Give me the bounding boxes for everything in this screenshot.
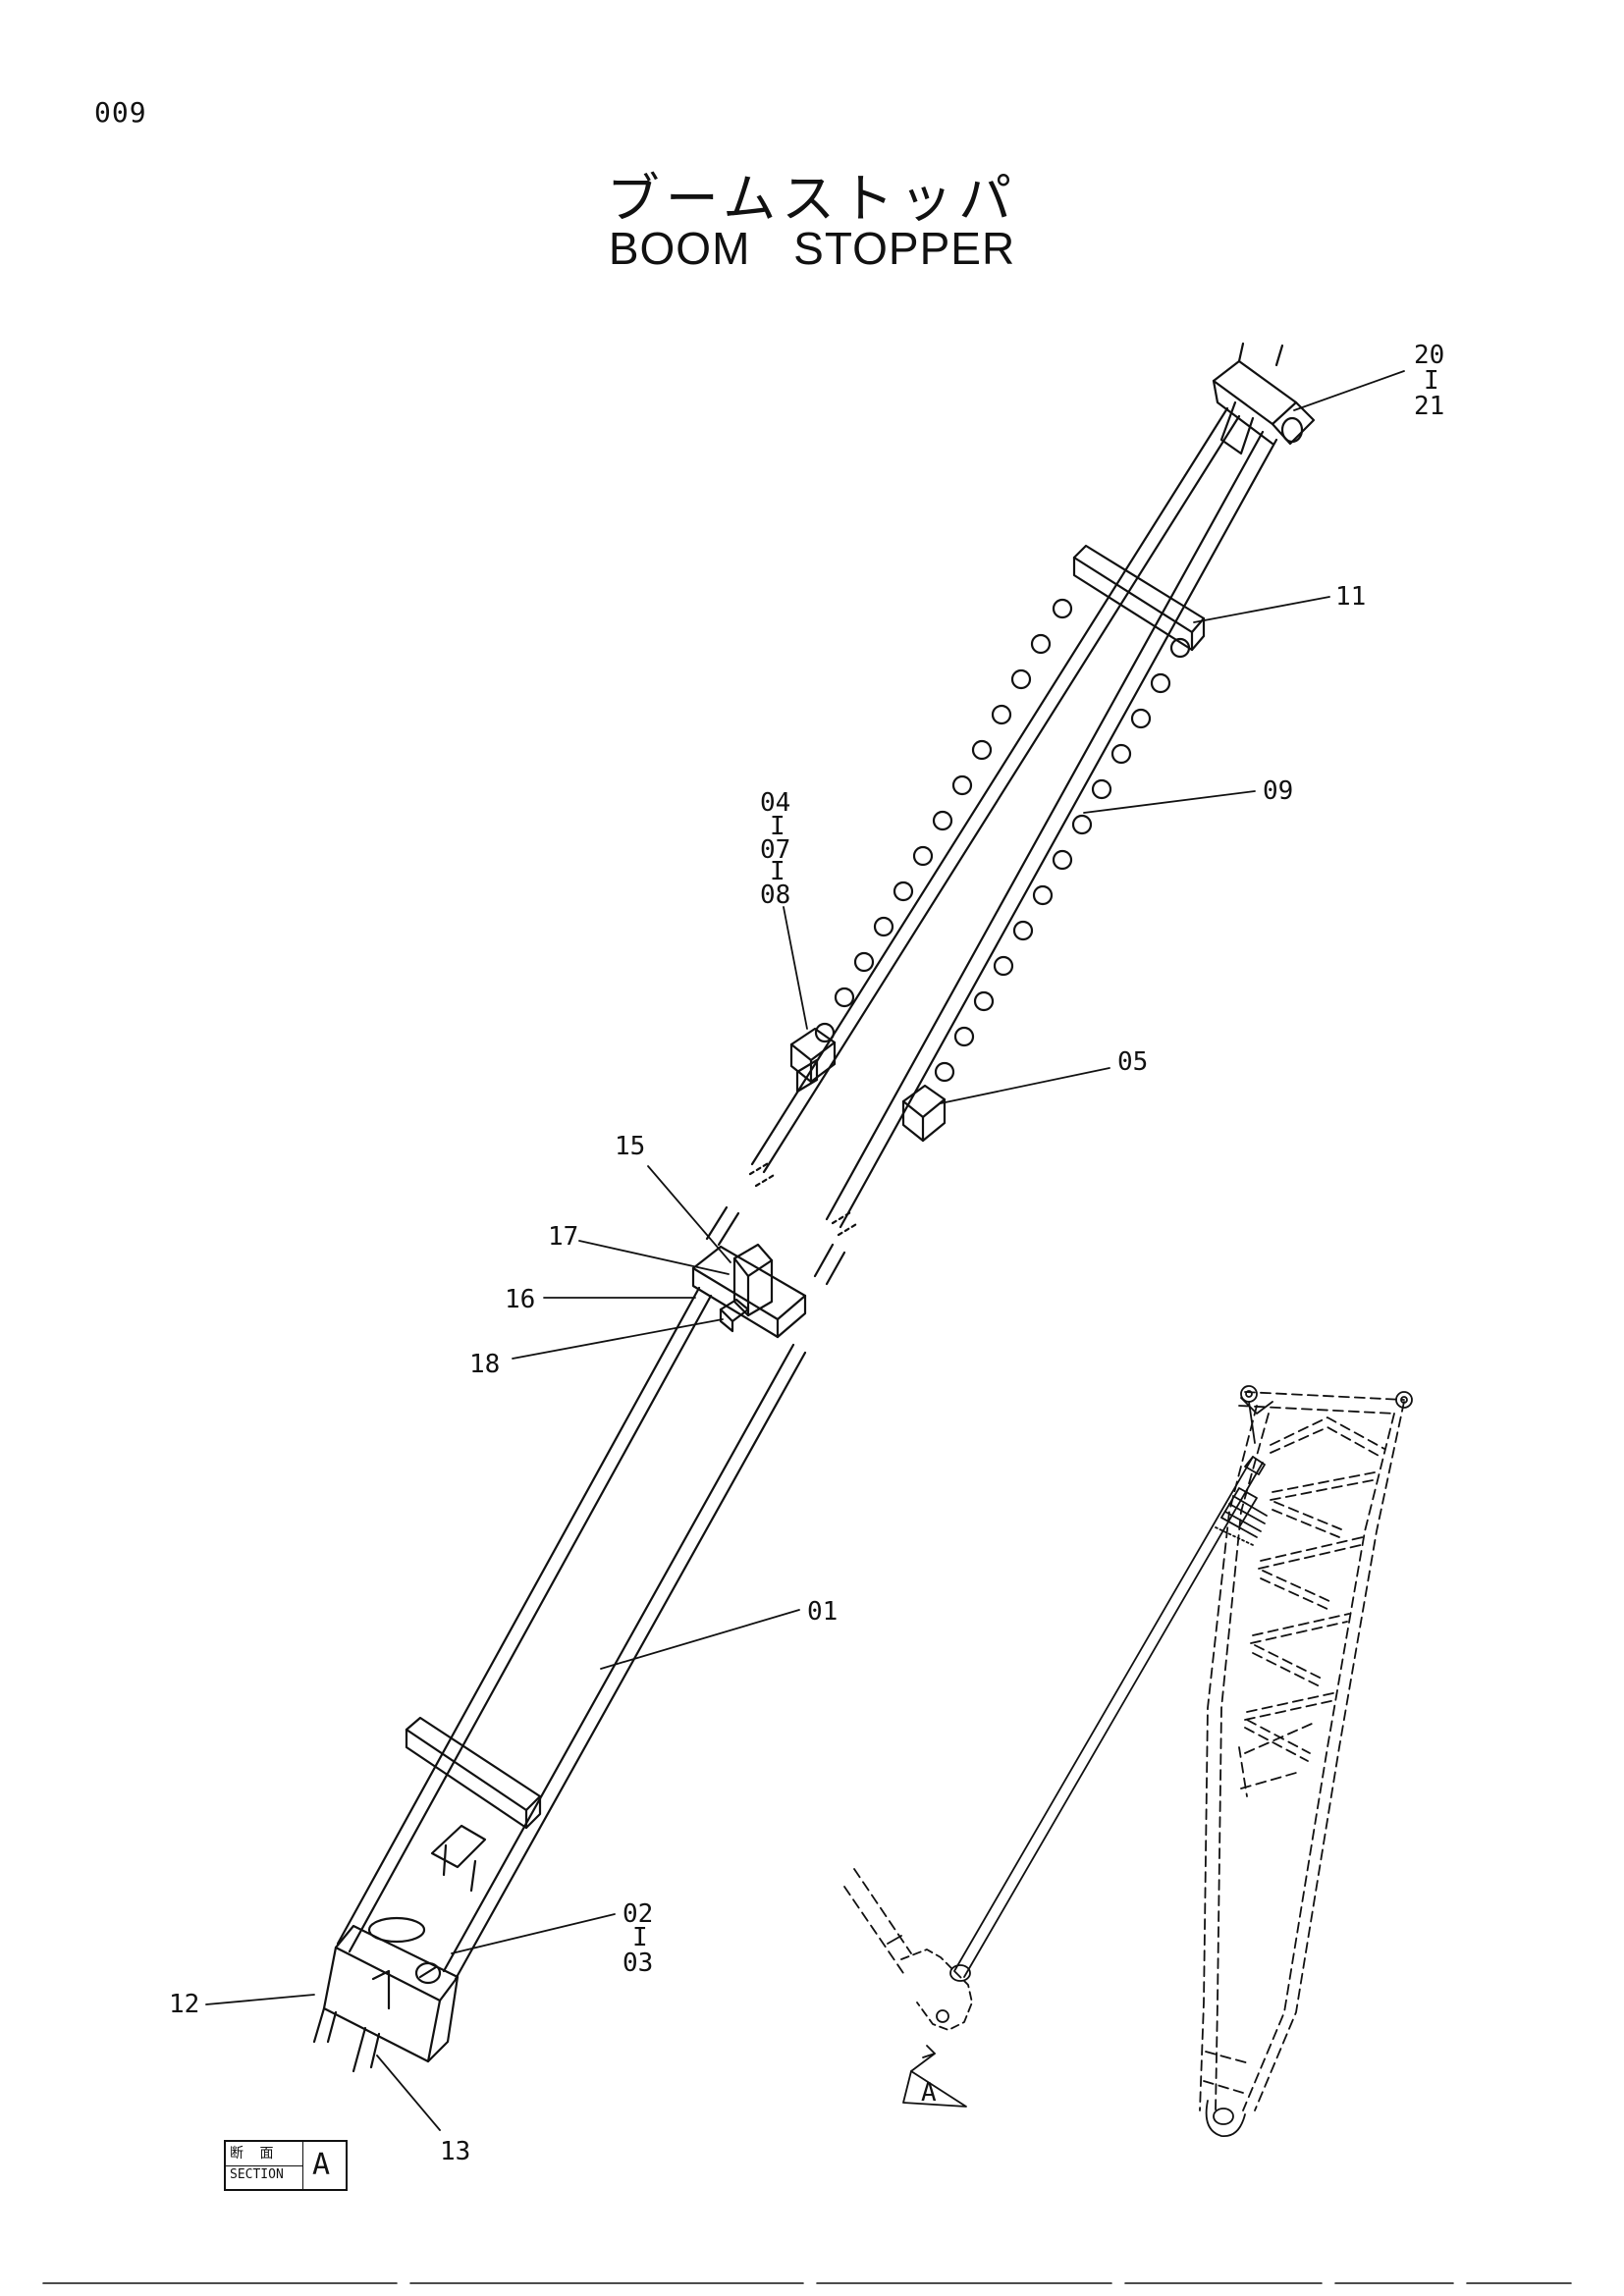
boom-lattice: [1199, 1391, 1405, 2111]
section-note-english: SECTION: [230, 2167, 284, 2182]
base-frame: [843, 1868, 973, 2031]
callout-07-08-separator: I: [770, 857, 785, 886]
stopper-assembly: [312, 342, 1316, 2073]
callout-04-07-separator: I: [770, 812, 785, 841]
callout-02-03-separator: I: [632, 1923, 648, 1952]
callout-16: 16: [505, 1285, 535, 1314]
callout-20-21-separator: I: [1424, 366, 1439, 396]
section-note-japanese: 断 面: [230, 2146, 280, 2162]
callout-20: 20: [1414, 341, 1444, 370]
title-english: BOOM STOPPER: [608, 223, 1016, 274]
middle-block: [691, 1205, 846, 1339]
lower-guide-plate: [405, 1716, 542, 1893]
boom-overview: A: [843, 1385, 1413, 2137]
callout-08: 08: [760, 881, 790, 910]
callout-01: 01: [807, 1597, 838, 1627]
coil-spring-09: [814, 598, 1191, 1083]
callout-labels: 20 I 21 11 09 04 I 07 I 08 05 15 17 16 1…: [169, 341, 1444, 2166]
view-marker-a: A: [902, 2045, 967, 2108]
break-marks: [748, 1160, 860, 1237]
callout-11: 11: [1335, 582, 1366, 612]
page-number: 009: [94, 96, 147, 129]
callout-05: 05: [1117, 1047, 1148, 1077]
section-note-rule: [226, 2165, 302, 2166]
callout-03: 03: [623, 1949, 653, 1978]
callout-12: 12: [169, 1990, 199, 2019]
upper-rods: [750, 406, 1278, 1229]
callout-21: 21: [1414, 392, 1444, 421]
callout-04: 04: [760, 788, 790, 818]
bottom-clevis: [312, 1916, 460, 2073]
callout-18: 18: [469, 1350, 500, 1379]
callout-09: 09: [1263, 776, 1293, 806]
leader-lines: [205, 370, 1405, 2131]
stopper-rod-overview: [953, 1456, 1268, 1978]
callout-15: 15: [615, 1132, 645, 1161]
guide-plate-11: [1072, 544, 1206, 652]
top-clevis: [1212, 342, 1316, 455]
lower-tube-01: [336, 1286, 807, 1981]
nut-05: [901, 1084, 947, 1143]
section-note: 断 面 SECTION A: [224, 2140, 348, 2191]
callout-02: 02: [623, 1899, 653, 1929]
title-japanese: ブームストッパ: [606, 168, 1018, 230]
section-note-divider: [302, 2142, 303, 2189]
callout-13: 13: [440, 2137, 470, 2166]
callout-07: 07: [760, 835, 790, 865]
section-note-letter: A: [312, 2148, 331, 2182]
view-marker-letter: A: [921, 2078, 937, 2108]
nut-stack-04-08: [789, 1027, 837, 1094]
callout-17: 17: [548, 1222, 578, 1252]
